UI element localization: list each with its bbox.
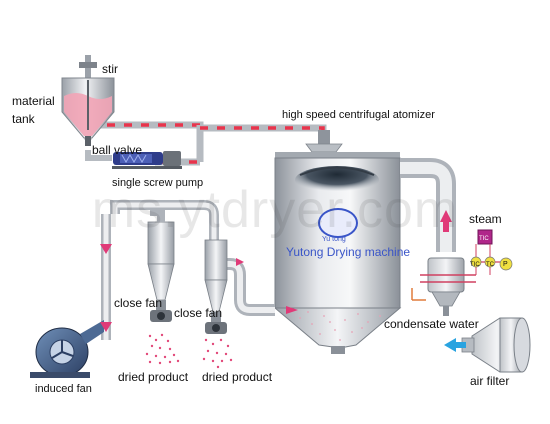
steam-valve — [477, 229, 493, 245]
brand-name: Yutong Drying machine — [286, 245, 411, 259]
label-stir: stir — [102, 62, 118, 76]
steam-box-label: TIC — [479, 236, 489, 242]
dried-product-2-particles — [202, 338, 233, 369]
label-material-tank: material tank — [12, 94, 55, 126]
label-dried-product-1: dried product — [118, 370, 189, 384]
label-single-screw-pump: single screw pump — [112, 177, 204, 189]
single-screw-pump — [112, 151, 182, 169]
label-atomizer: high speed centrifugal atomizer — [282, 109, 435, 121]
label-dried-product-2: dried product — [202, 370, 273, 384]
exhaust-duct — [205, 258, 275, 316]
arrow-up-duct — [440, 210, 452, 222]
material-tank — [61, 55, 115, 146]
cyclone-2 — [204, 239, 228, 334]
atomizer — [305, 130, 343, 153]
arrow-down-left — [100, 244, 112, 254]
arrow-exhaust — [286, 306, 298, 314]
label-steam: steam — [469, 212, 502, 226]
cyclone-1 — [110, 200, 219, 322]
air-filter — [461, 317, 531, 373]
brand-logo — [318, 208, 358, 238]
gauge-label-tic: TIC — [470, 262, 480, 268]
dried-product-1-particles — [145, 333, 180, 365]
brand-logo-text: Yu tong — [322, 236, 346, 243]
air-in-arrow — [444, 338, 466, 352]
gauges — [470, 244, 513, 275]
label-induced-fan: induced fan — [35, 383, 92, 395]
arrow-up-shaft — [443, 222, 449, 232]
label-ball-valve: ball valve — [92, 143, 143, 157]
gauge-label-p: P — [503, 261, 508, 268]
watermark: ms.ytdryer.com — [91, 181, 459, 239]
induced-fan — [30, 320, 104, 378]
arrow-down-left-2 — [100, 322, 112, 332]
gauge-label-tc: TC — [486, 262, 494, 268]
label-close-fan-1: close fan — [114, 296, 163, 310]
label-air-filter: air filter — [470, 374, 510, 388]
label-close-fan-2: close fan — [174, 306, 223, 320]
label-condensate-water: condensate water — [384, 317, 479, 331]
flow-arrows — [100, 210, 452, 332]
air-heater — [411, 257, 500, 316]
arrow-to-cyclone2 — [236, 258, 244, 266]
